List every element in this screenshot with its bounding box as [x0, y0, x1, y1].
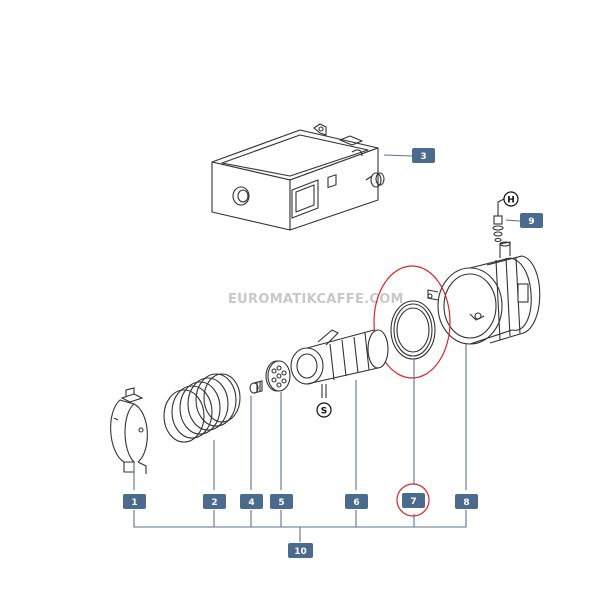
- marker-s-label: S: [321, 407, 327, 417]
- part-2-spring: [163, 373, 241, 443]
- callout-7-label: 7: [410, 497, 416, 507]
- leader-lines: [133, 154, 521, 542]
- marker-s: S: [316, 402, 332, 418]
- callout-7[interactable]: 7: [402, 493, 425, 508]
- part-9-fitting: [492, 197, 507, 243]
- callout-4[interactable]: 4: [240, 494, 263, 509]
- callout-2-label: 2: [211, 498, 217, 508]
- callout-6[interactable]: 6: [345, 494, 368, 509]
- part-3-housing-bracket: [211, 123, 385, 231]
- part-7-seal-ring: [390, 300, 436, 360]
- callout-9-label: 9: [528, 217, 534, 227]
- part-1-clamp: [110, 387, 148, 474]
- part-6-piston: [290, 329, 389, 398]
- callout-6-label: 6: [353, 498, 359, 508]
- part-3-screw: [365, 172, 385, 188]
- callout-8-label: 8: [463, 498, 469, 508]
- callout-8[interactable]: 8: [455, 494, 478, 509]
- callout-1[interactable]: 1: [123, 494, 146, 509]
- marker-h-label: H: [507, 196, 515, 206]
- marker-h: H: [503, 191, 519, 207]
- callout-5-label: 5: [278, 498, 284, 508]
- callout-4-label: 4: [248, 498, 254, 508]
- callout-5[interactable]: 5: [270, 494, 293, 509]
- watermark-text: EUROMATIKCAFFE.COM: [228, 292, 404, 307]
- callout-2[interactable]: 2: [203, 494, 226, 509]
- callout-3[interactable]: 3: [412, 148, 435, 163]
- part-4-screw: [249, 380, 263, 394]
- callout-10-label: 10: [294, 547, 307, 557]
- part-8-cylinder-body: [427, 241, 541, 345]
- callout-3-label: 3: [420, 152, 426, 162]
- highlight-circle-callout-7: [396, 483, 430, 517]
- callout-10[interactable]: 10: [288, 543, 313, 558]
- highlight-ring-part-7: [373, 265, 451, 379]
- callout-1-label: 1: [131, 498, 137, 508]
- part-5-filter-disc: [265, 360, 291, 392]
- callout-9[interactable]: 9: [520, 213, 543, 228]
